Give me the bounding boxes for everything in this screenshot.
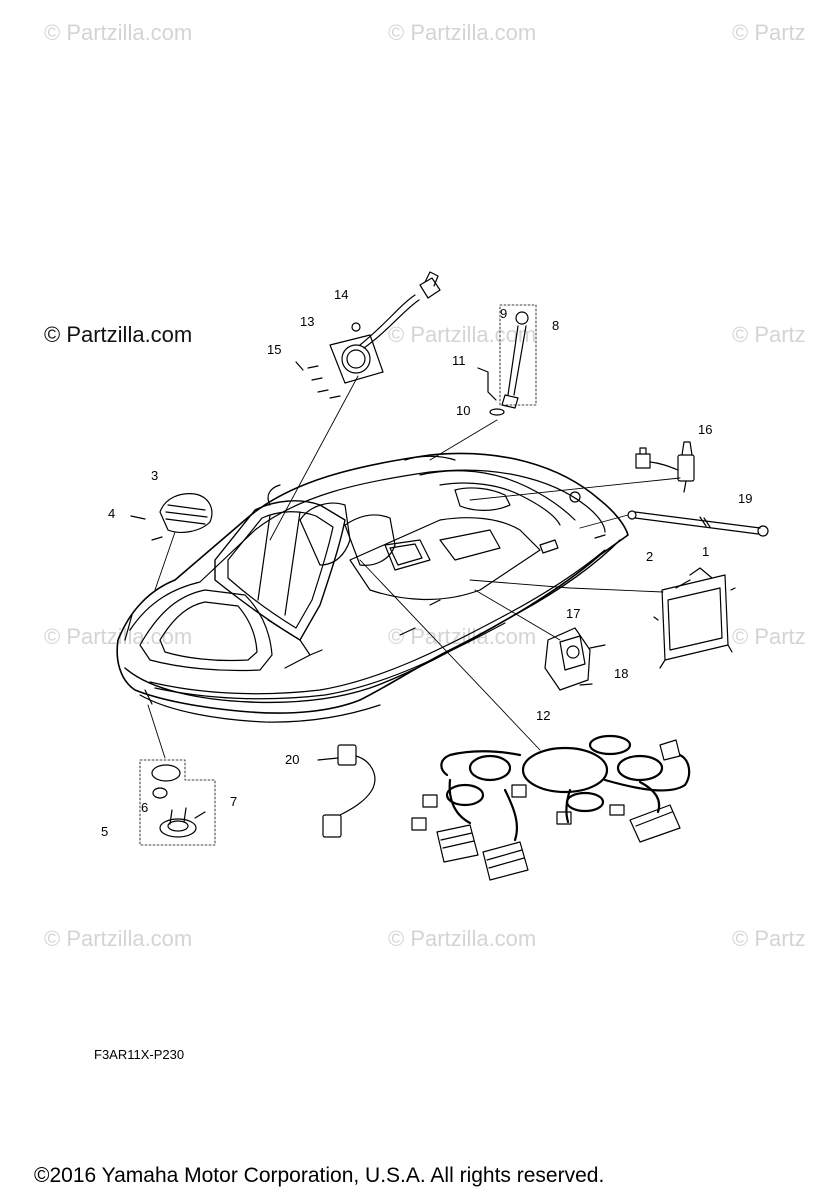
callout-3: 3 bbox=[151, 468, 158, 483]
diagram-code: F3AR11X-P230 bbox=[94, 1047, 185, 1062]
callout-20: 20 bbox=[285, 752, 299, 767]
part-5-cap-assembly bbox=[139, 759, 216, 846]
callout-2: 2 bbox=[646, 549, 653, 564]
callout-6: 6 bbox=[141, 800, 148, 815]
watermark: © Partz bbox=[732, 624, 806, 649]
callout-19: 19 bbox=[738, 491, 752, 506]
watermark: © Partzilla.com bbox=[44, 926, 193, 951]
copyright-notice: ©2016 Yamaha Motor Corporation, U.S.A. A… bbox=[34, 1164, 605, 1187]
leader-lines bbox=[147, 375, 681, 759]
callout-10: 10 bbox=[456, 403, 470, 418]
part-19-cable bbox=[627, 510, 769, 537]
part-20-adapter bbox=[317, 744, 376, 838]
callout-1: 1 bbox=[702, 544, 709, 559]
callout-18: 18 bbox=[614, 666, 628, 681]
watermark-dark: © Partzilla.com bbox=[44, 322, 193, 347]
part-13-speaker bbox=[295, 271, 441, 399]
watermark: © Partzilla.com bbox=[388, 322, 537, 347]
callout-13: 13 bbox=[300, 314, 314, 329]
callout-17: 17 bbox=[566, 606, 580, 621]
callout-12: 12 bbox=[536, 708, 550, 723]
watermark: © Partz bbox=[732, 20, 806, 45]
callout-15: 15 bbox=[267, 342, 281, 357]
callout-16: 16 bbox=[698, 422, 712, 437]
callout-labels: 1 2 3 4 5 6 7 8 9 10 11 12 13 14 15 16 1… bbox=[101, 287, 752, 839]
part-17-box bbox=[544, 627, 606, 691]
watermark: © Partzilla.com bbox=[388, 926, 537, 951]
callout-8: 8 bbox=[552, 318, 559, 333]
watermark: © Partzilla.com bbox=[44, 20, 193, 45]
part-8-antenna bbox=[477, 304, 537, 416]
watermark: © Partzilla.com bbox=[388, 20, 537, 45]
watermark: © Partz bbox=[732, 322, 806, 347]
part-3-vent bbox=[130, 493, 213, 541]
callout-11: 11 bbox=[452, 353, 466, 368]
callout-9: 9 bbox=[500, 306, 507, 321]
callout-7: 7 bbox=[230, 794, 237, 809]
watermark: © Partz bbox=[732, 926, 806, 951]
callout-14: 14 bbox=[334, 287, 348, 302]
callout-5: 5 bbox=[101, 824, 108, 839]
part-12-harness bbox=[440, 734, 691, 842]
part-1-bracket bbox=[653, 567, 736, 669]
boat-hull bbox=[116, 452, 629, 723]
callout-4: 4 bbox=[108, 506, 115, 521]
part-12-connectors bbox=[411, 739, 681, 881]
part-16-sensor bbox=[635, 441, 695, 493]
